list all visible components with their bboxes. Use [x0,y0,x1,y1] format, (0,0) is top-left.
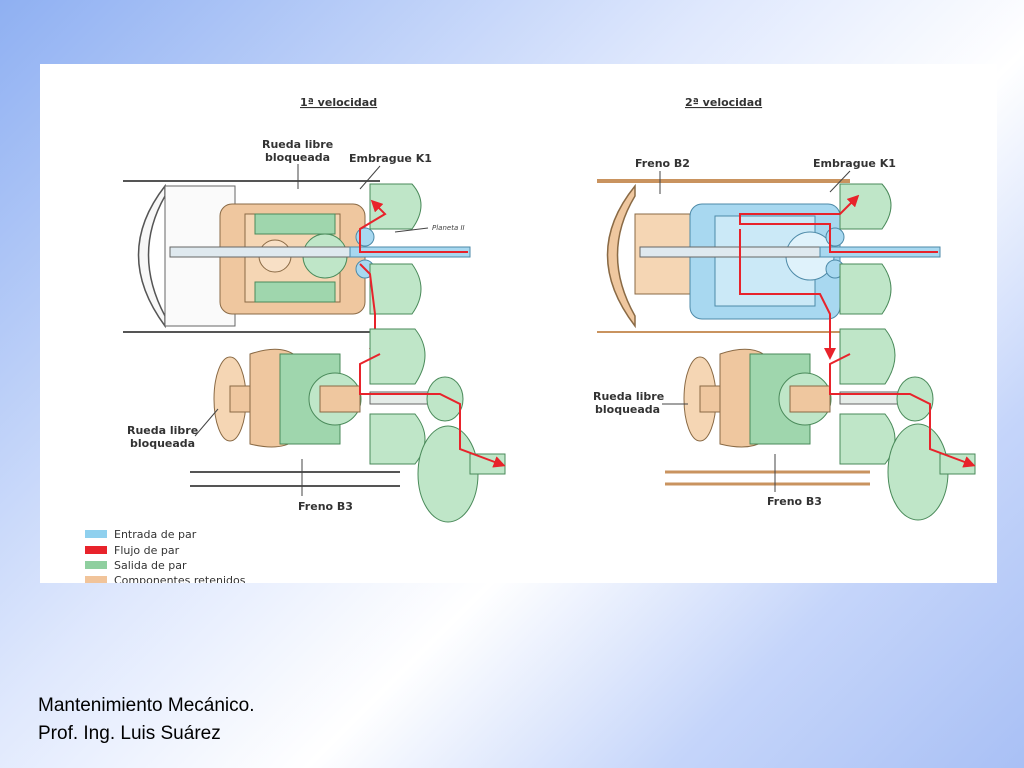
label-rueda-libre-bottom-left-2: bloqueada [130,437,195,450]
legend-label-retenidos: Componentes retenidos [114,574,246,583]
course-title: Mantenimiento Mecánico. [38,695,255,716]
label-freno-b3-right: Freno B3 [767,495,822,508]
label-rueda-libre-top-1: Rueda libre [262,138,333,151]
label-embrague-k1-right: Embrague K1 [813,157,896,170]
professor-name: Prof. Ing. Luis Suárez [38,723,221,744]
legend-label-flujo: Flujo de par [114,544,180,557]
label-rueda-libre-bottom-left-1: Rueda libre [127,424,198,437]
legend-swatch-flujo [85,546,107,554]
label-rueda-libre-top-2: bloqueada [265,151,330,164]
legend-label-salida: Salida de par [114,559,187,572]
panel-second-gear-title: 2ª velocidad [685,96,762,109]
legend-swatch-retenidos [85,576,107,583]
legend: Entrada de par Flujo de par Salida de pa… [85,528,246,583]
legend-swatch-entrada [85,530,107,538]
legend-label-entrada: Entrada de par [114,528,197,541]
panel-first-gear: 1ª velocidad [123,96,506,523]
label-rueda-libre-bottom-right-1: Rueda libre [593,390,664,403]
panel-first-gear-title: 1ª velocidad [300,96,377,109]
label-freno-b3-left: Freno B3 [298,500,353,513]
slide-footer: Mantenimiento Mecánico. Prof. Ing. Luis … [38,692,255,748]
label-planeta-ii: Planeta II [432,224,465,232]
label-embrague-k1-left: Embrague K1 [349,152,432,165]
label-freno-b2: Freno B2 [635,157,690,170]
transmission-diagram: 1ª velocidad [40,64,997,583]
panel-second-gear: 2ª velocidad Freno B2 Embrague K1 [593,96,976,521]
label-rueda-libre-bottom-right-2: bloqueada [595,403,660,416]
diagram-svg: 1ª velocidad [85,96,976,583]
legend-swatch-salida [85,561,107,569]
